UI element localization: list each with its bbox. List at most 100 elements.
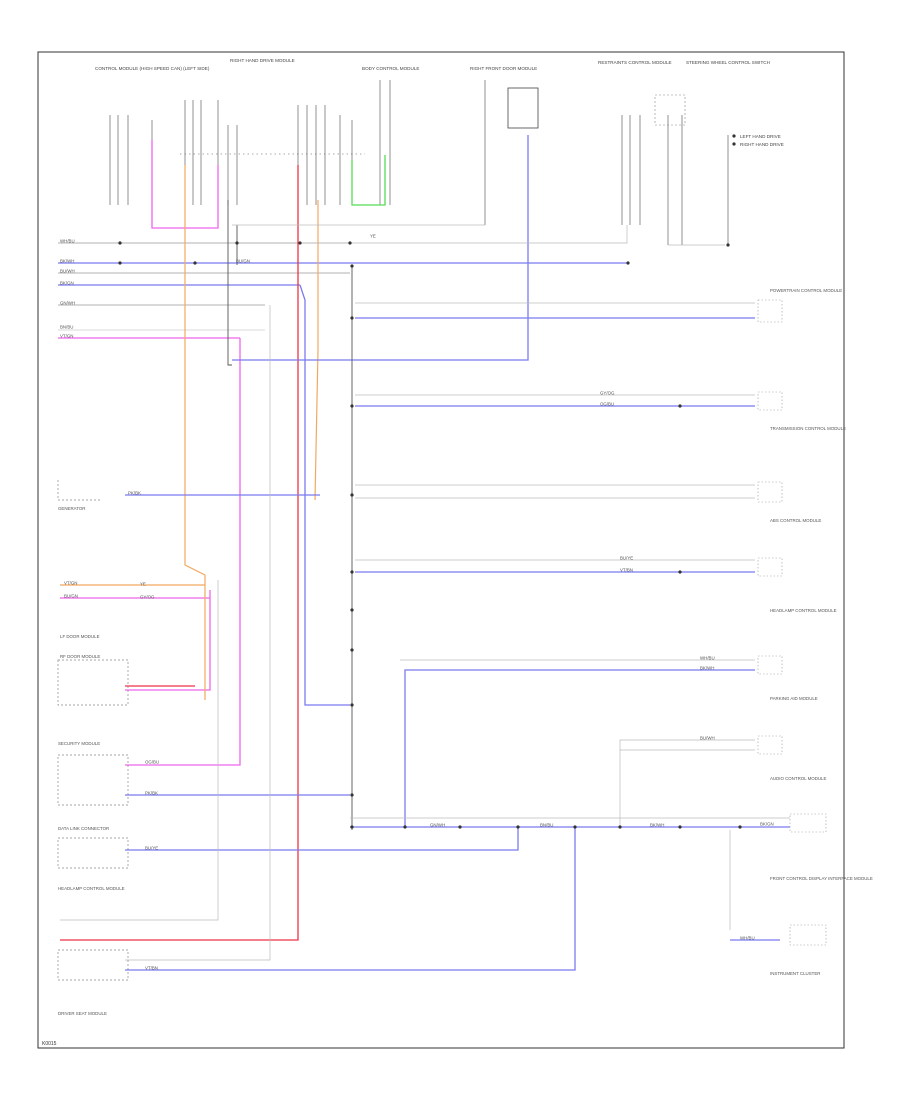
top-component-headers: CONTROL MODULE (HIGH SPEED CAN) (LEFT SI… xyxy=(95,58,770,71)
splice-dot xyxy=(403,825,407,829)
wire-color-label: GY/OG xyxy=(600,391,615,396)
wire-color-label: VT/BN xyxy=(620,568,633,573)
top-component-label: BODY CONTROL MODULE xyxy=(362,66,419,71)
left-components xyxy=(57,480,129,981)
right-connectors xyxy=(757,299,827,946)
wire-color-label: OG/BU xyxy=(145,760,159,765)
splice-dot xyxy=(516,825,520,829)
wire-color-label: GN/WH xyxy=(60,301,75,306)
splice-dot xyxy=(348,241,352,245)
component-label-fcdim: FRONT CONTROL DISPLAY INTERFACE MODULE xyxy=(770,876,873,881)
wire-color-label: BK/WH xyxy=(650,823,664,828)
blue-wires xyxy=(125,135,790,971)
wire-color-label: GN/WH xyxy=(430,823,445,828)
splice-dot xyxy=(235,241,239,245)
component-box xyxy=(654,94,686,126)
wire-color-label: BU/WH xyxy=(700,736,715,741)
splice-dot xyxy=(458,825,462,829)
wire-color-label: BN/BU xyxy=(540,823,553,828)
splice-dot xyxy=(298,241,302,245)
red-wires xyxy=(60,165,299,941)
splice-dot xyxy=(350,316,354,320)
wire-color-label: VT/GN xyxy=(64,581,77,586)
component-label-audio: AUDIO CONTROL MODULE xyxy=(770,776,827,781)
component-label-tcm: TRANSMISSION CONTROL MODULE xyxy=(770,426,846,431)
wire-color-label: BK/WH xyxy=(700,666,714,671)
wire-color-label: BN/BU xyxy=(60,325,73,330)
wire-color-label: BU/GN xyxy=(236,259,250,264)
footer-id: K0015 xyxy=(42,1041,57,1047)
splice-dot xyxy=(193,261,197,265)
splice-dot xyxy=(573,825,577,829)
top-connector-stubs xyxy=(109,80,729,245)
wire-color-label: BK/GN xyxy=(60,281,74,286)
top-component-label: RESTRAINTS CONTROL MODULE xyxy=(598,60,672,65)
splice-dots xyxy=(118,241,742,829)
wire-color-label: OG/BU xyxy=(600,402,614,407)
diagram-frame xyxy=(37,51,845,1049)
pink-wires xyxy=(60,140,241,766)
component-label-rf-door: RF DOOR MODULE xyxy=(60,654,100,659)
component-box xyxy=(507,87,539,129)
component-label-headlamp-right: HEADLAMP CONTROL MODULE xyxy=(770,608,837,613)
splice-dot xyxy=(350,608,354,612)
wire-color-label: PK/BK xyxy=(128,491,141,496)
splice-dot xyxy=(350,570,354,574)
wire-color-label: BU/GN xyxy=(64,594,78,599)
component-label-lf-door: LF DOOR MODULE xyxy=(60,634,100,639)
splice-dot xyxy=(350,825,354,829)
wire-color-label: WH/BU xyxy=(700,656,715,661)
wire-color-label: YE xyxy=(140,582,146,587)
wire-color-label: BK/GN xyxy=(760,822,774,827)
splice-dot xyxy=(350,404,354,408)
splice-dot xyxy=(350,703,354,707)
top-component-label: RIGHT FRONT DOOR MODULE xyxy=(470,66,537,71)
wire-color-label: WH/BU xyxy=(740,936,755,941)
wire-color-label: VT/BN xyxy=(145,966,158,971)
splice-dot xyxy=(738,825,742,829)
wire-color-label: PK/BK xyxy=(145,791,158,796)
wire-labels: WH/BU BK/WH BU/WH BK/GN GN/WH BN/BU VT/GN BU/GN… xyxy=(60,234,774,971)
top-component-label: STEERING WHEEL CONTROL SWITCH xyxy=(686,60,770,65)
legend-label-lhd: LEFT HAND DRIVE xyxy=(740,134,781,139)
component-label-generator: GENERATOR xyxy=(58,506,85,511)
splice-dot xyxy=(678,570,682,574)
component-label-abs: ABS CONTROL MODULE xyxy=(770,518,821,523)
wire-color-label: BU/WH xyxy=(60,269,75,274)
component-label-ipc: INSTRUMENT CLUSTER xyxy=(770,971,820,976)
splice-dot xyxy=(618,825,622,829)
wire-color-label: BU/YE xyxy=(620,556,633,561)
component-label-parking: PARKING AID MODULE xyxy=(770,696,818,701)
splice-dot xyxy=(118,241,122,245)
splice-dot xyxy=(726,243,730,247)
orange-wires xyxy=(60,165,319,700)
splice-dot xyxy=(350,493,354,497)
wire-color-label: GY/OG xyxy=(140,595,155,600)
splice-dot xyxy=(350,648,354,652)
wire-color-label: BK/WH xyxy=(60,259,74,264)
light-wires xyxy=(60,224,790,961)
left-component-labels: GENERATOR LF DOOR MODULE RF DOOR MODULE … xyxy=(58,506,125,1016)
component-label-headlamp: HEADLAMP CONTROL MODULE xyxy=(58,886,125,891)
component-label-pcm: POWERTRAIN CONTROL MODULE xyxy=(770,288,842,293)
splice-dot xyxy=(678,825,682,829)
component-label-security: SECURITY MODULE xyxy=(58,741,100,746)
splice-dot xyxy=(350,793,354,797)
splice-dot xyxy=(678,404,682,408)
top-component-label: CONTROL MODULE (HIGH SPEED CAN) (LEFT SI… xyxy=(95,66,210,71)
top-component-label: RIGHT HAND DRIVE MODULE xyxy=(230,58,295,63)
component-label-driver-seat: DRIVER SEAT MODULE xyxy=(58,1011,107,1016)
legend-label-rhd: RIGHT HAND DRIVE xyxy=(740,142,784,147)
legend-item-rhd: RIGHT HAND DRIVE xyxy=(732,142,784,147)
wire-color-label: VT/GN xyxy=(60,334,73,339)
component-label-dlc: DATA LINK CONNECTOR xyxy=(58,826,109,831)
wire-color-label: YE xyxy=(370,234,376,239)
splice-dot xyxy=(118,261,122,265)
green-wires xyxy=(351,155,386,206)
splice-dot xyxy=(626,261,630,265)
wire-color-label: BU/YE xyxy=(145,846,158,851)
dark-wires xyxy=(227,200,353,830)
splice-dot xyxy=(350,264,354,268)
